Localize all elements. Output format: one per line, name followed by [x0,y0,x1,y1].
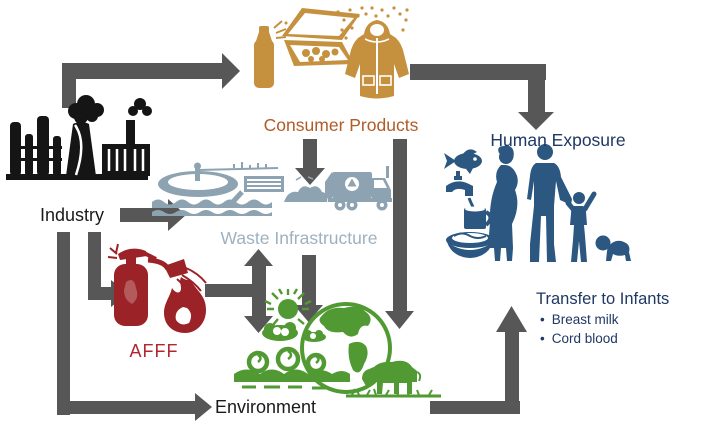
baby-silhouette [595,235,631,261]
afff-label: AFFF [129,341,179,361]
arrow-environment-to-human-exposure [430,306,527,414]
pregnant-woman-silhouette [488,145,518,261]
human-exposure-icons [444,144,631,262]
garbage-truck-icon [325,166,392,211]
fish-icon [444,149,482,174]
jacket-icon [345,20,409,99]
arrow-consumer-products-to-environment [385,139,414,329]
transfer-bullet-cord-blood: Cord blood [540,331,619,346]
bison-icon [346,360,441,398]
dust-particles-icon [336,6,409,40]
human-exposure-label: Human Exposure [490,130,626,150]
globe-icon [300,302,392,394]
consumer-products-label: Consumer Products [263,115,419,135]
fire-extinguisher-icon [107,243,207,326]
waste-infrastructure-icons [152,162,392,216]
industry-label: Industry [40,205,105,225]
arrow-afff-to-waste-and-environment [205,249,273,333]
man-silhouette [527,144,572,262]
transfer-to-infants-label: Transfer to Infants [536,290,670,308]
arrow-waste-infrastructure-to-environment [294,255,323,322]
factory-icon [6,95,152,180]
cup-icon [464,206,493,229]
faucet-icon [446,171,475,208]
consumer-products-icons [254,6,409,99]
sun-icon [264,288,312,328]
arrow-industry-to-consumer-products [62,53,240,108]
arrow-industry-to-environment [57,232,212,421]
waste-infrastructure-label: Waste Infrastructure [220,228,378,248]
environment-icons [234,288,441,398]
transfer-to-infants-list: Breast milk Cord blood [540,312,619,350]
ocean-waves-icon [234,346,350,390]
afff-icons [107,243,207,333]
product-box-icon [282,8,360,66]
arrow-consumer-products-to-waste-infrastructure [295,139,325,185]
food-bowl-icon [446,202,501,258]
cloud-icon [262,322,326,342]
environment-label: Environment [215,397,317,417]
arrow-consumer-products-to-human-exposure [410,64,554,130]
waste-pile-icon [284,176,328,202]
flame-icon [164,277,206,333]
wastewater-treatment-icon [152,162,284,216]
family-icon [488,144,631,262]
spray-can-icon [254,20,291,88]
transfer-bullet-breast-milk: Breast milk [540,312,619,327]
boy-silhouette [565,191,597,262]
